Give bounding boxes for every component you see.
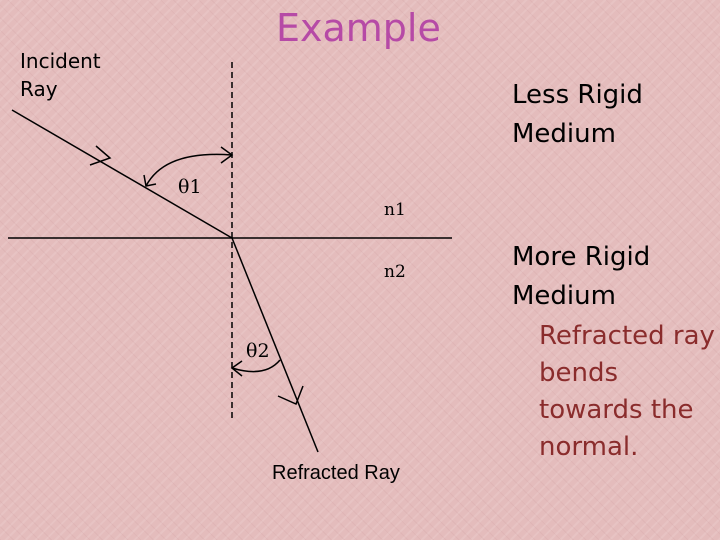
theta1-arc-arrow-icon — [220, 146, 234, 164]
incident-ray — [11, 109, 233, 239]
more-rigid-medium-label: More Rigid Medium — [512, 242, 651, 311]
theta2-arc — [231, 359, 281, 373]
incident-ray-label: Incident Ray — [20, 49, 101, 101]
n1-label: n1 — [384, 200, 406, 220]
refracted-ray-label: Refracted Ray — [272, 462, 400, 484]
slide-title: Example — [276, 6, 441, 50]
theta2-label: θ2 — [246, 340, 270, 362]
theta1-label: θ1 — [178, 176, 202, 198]
incident-arrow-icon — [89, 145, 112, 166]
theta2-arc-arrow-icon — [230, 360, 243, 377]
refracted-arrow-icon — [277, 385, 304, 406]
n2-label: n2 — [384, 262, 406, 282]
refraction-note: Refracted ray bends towards the normal. — [539, 321, 715, 462]
theta1-arc — [145, 153, 233, 187]
refracted-ray — [231, 237, 319, 453]
less-rigid-medium-label: Less Rigid Medium — [512, 80, 643, 149]
theta1-arc-start-arrow-icon — [143, 174, 157, 187]
